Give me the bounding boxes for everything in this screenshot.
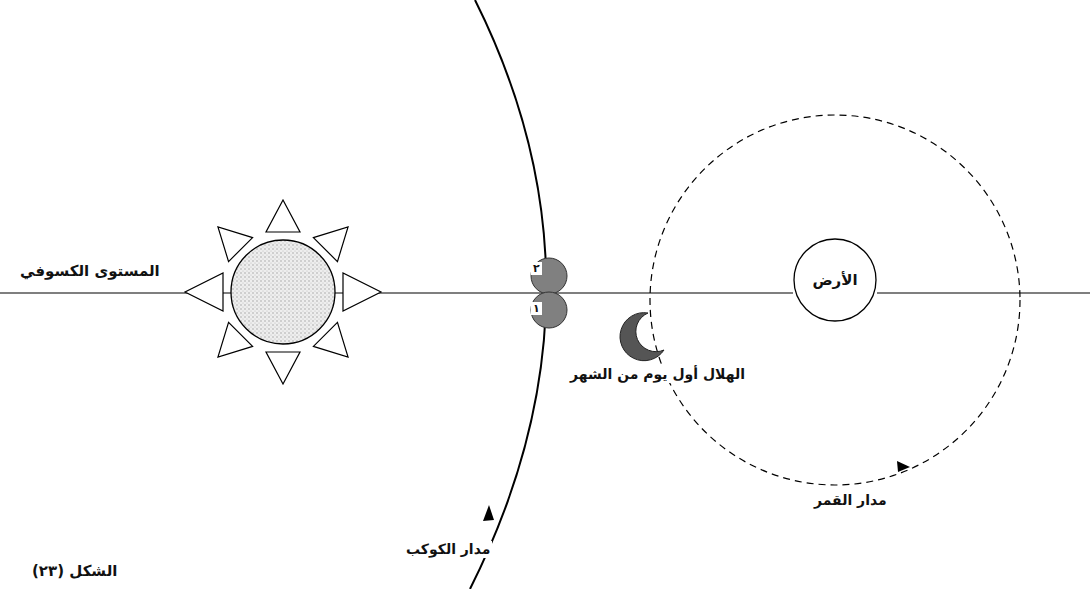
callout-number: ١	[531, 302, 542, 315]
callout-number: ٢	[531, 262, 542, 275]
sun	[231, 240, 335, 344]
planet	[531, 258, 567, 294]
moon-orbit	[650, 115, 1020, 485]
crescent-moon	[620, 313, 664, 361]
orbit-label: مدار القمر	[812, 492, 889, 509]
orbit-arrow	[483, 505, 494, 521]
ecliptic-line	[877, 292, 1090, 293]
node-text: الأرض	[812, 271, 857, 289]
earth-circle: الأرض	[793, 238, 877, 322]
sun-rays	[185, 200, 381, 384]
orbit-label: مدار الكوكب	[404, 541, 492, 558]
moon-label: الهلال أول يوم من الشهر	[568, 366, 747, 383]
planet-orbit	[470, 0, 546, 589]
figure-caption: الشكل (٢٣)	[30, 562, 119, 580]
orbit-arrow	[897, 461, 910, 472]
ecliptic-line	[0, 292, 793, 293]
planet	[531, 292, 567, 328]
plane-label: المستوى الكسوفي	[18, 262, 162, 280]
